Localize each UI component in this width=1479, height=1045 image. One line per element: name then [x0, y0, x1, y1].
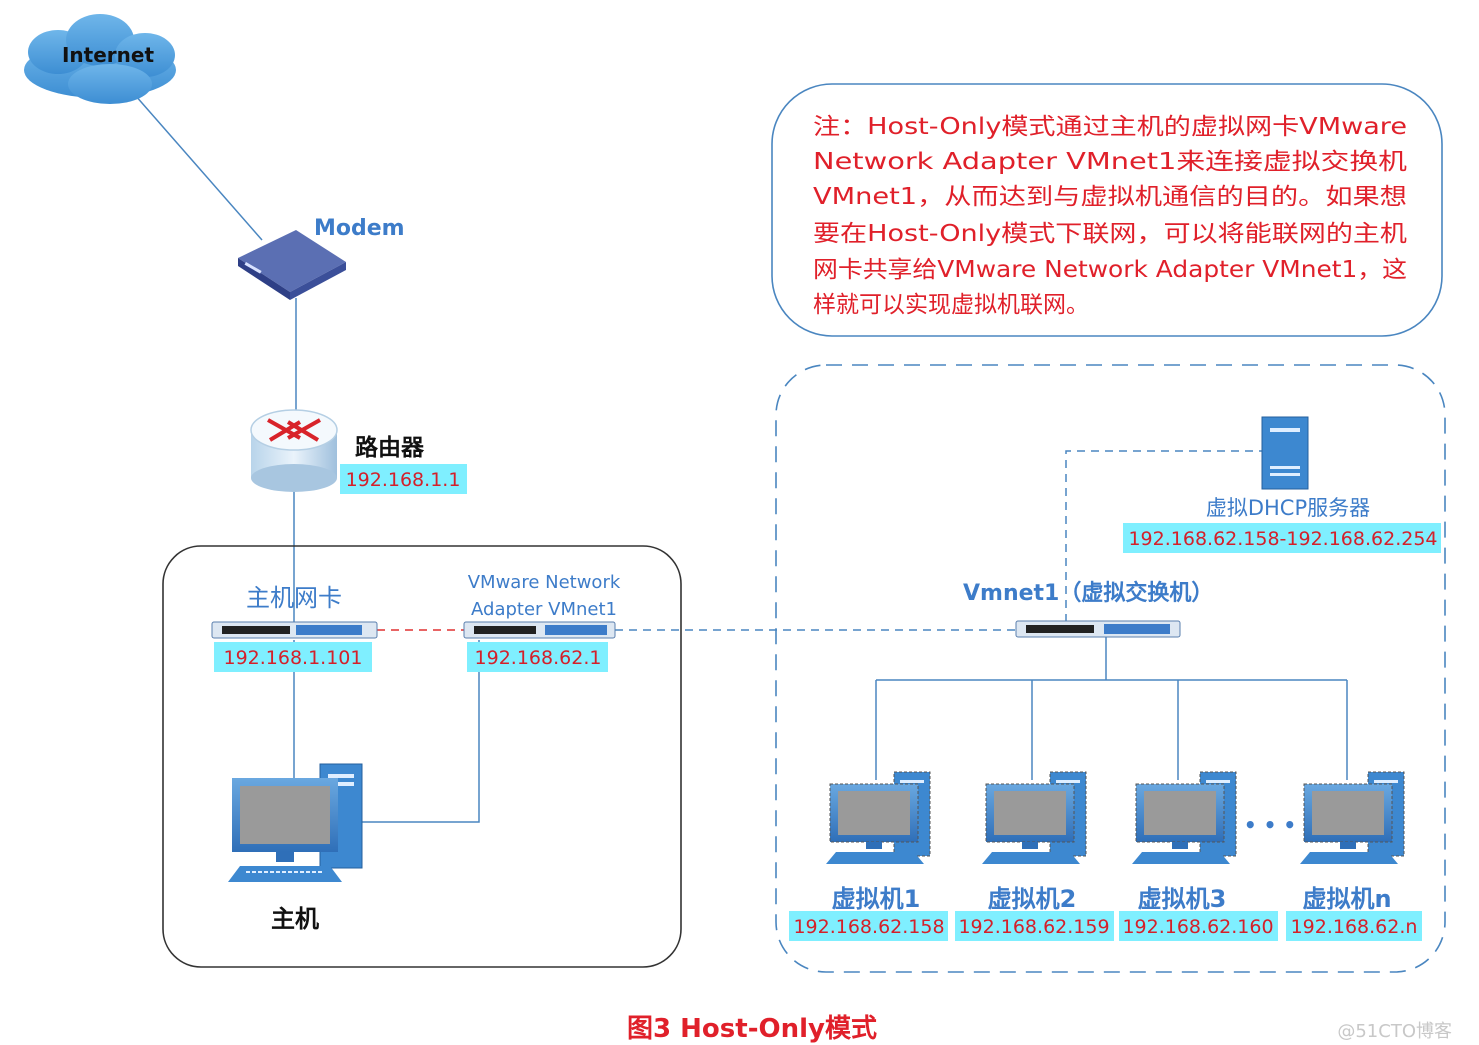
- vm-3-ip-badge: [1119, 911, 1278, 941]
- host-label: 主机: [271, 905, 319, 933]
- note-text: 注：Host-Only模式通过主机的虚拟网卡VMware Network Ada…: [813, 114, 1407, 318]
- host-nic-icon: [211, 621, 378, 639]
- note-line-1: 注：Host-Only模式通过主机的虚拟网卡VMware: [813, 114, 1407, 140]
- host-computer-icon: [228, 763, 363, 882]
- note-box: [771, 83, 1443, 337]
- note-line-2: Network Adapter VMnet1来连接虚拟交换机: [813, 149, 1407, 175]
- vm-1-computer-icon: [826, 771, 931, 864]
- host-nic-ip-badge: [214, 642, 372, 672]
- vmnet-adapter-ip-badge: [467, 642, 608, 672]
- vmnet-adapter-label-1: VMware Network: [468, 572, 621, 593]
- vmnet-adapter-label-2: Adapter VMnet1: [471, 599, 617, 620]
- connection-lines: [134, 94, 1348, 823]
- note-line-4: 要在Host-Only模式下联网，可以将能联网的主机: [813, 221, 1407, 247]
- virtual-network-box: [775, 364, 1446, 973]
- vm-n-computer-icon: [1300, 771, 1405, 864]
- vm-n-ip: 192.168.62.n: [1291, 916, 1418, 938]
- router-ip-badge: [340, 464, 467, 494]
- vm-1-ip: 192.168.62.158: [793, 916, 944, 938]
- figure-caption: 图3 Host-Only模式: [627, 1014, 877, 1044]
- dhcp-range-badge: [1123, 523, 1441, 553]
- note-line-6: 样就可以实现虚拟机联网。: [813, 292, 1089, 318]
- vm-2: 虚拟机2 192.168.62.159: [955, 771, 1114, 941]
- vm-3-computer-icon: [1132, 771, 1237, 864]
- vm-2-label: 虚拟机2: [988, 885, 1077, 913]
- internet-cloud-icon: [24, 14, 176, 104]
- host-nic-ip: 192.168.1.101: [223, 647, 362, 669]
- router-label: 路由器: [355, 434, 425, 461]
- link-adapter-host: [362, 640, 480, 823]
- link-vswitch-dhcp: [1065, 450, 1262, 622]
- note-line-5: 网卡共享给VMware Network Adapter VMnet1，这: [813, 257, 1407, 283]
- vm-2-ip-badge: [955, 911, 1114, 941]
- watermark: @51CTO博客: [1337, 1021, 1452, 1042]
- vm-ellipsis: • • •: [1244, 813, 1296, 837]
- vm-2-computer-icon: [982, 771, 1087, 864]
- modem-icon: [238, 230, 346, 300]
- vmnet-adapter-icon: [463, 621, 616, 639]
- vm-3: 虚拟机3 192.168.62.160: [1119, 771, 1278, 941]
- note-line-3: VMnet1，从而达到与虚拟机通信的目的。如果想: [813, 184, 1407, 210]
- vm-3-ip: 192.168.62.160: [1122, 916, 1273, 938]
- vm-n-label: 虚拟机n: [1302, 885, 1391, 913]
- vm-1-label: 虚拟机1: [832, 885, 921, 913]
- host-nic-label: 主机网卡: [246, 584, 342, 612]
- dhcp-label: 虚拟DHCP服务器: [1206, 496, 1370, 520]
- vm-n-ip-badge: [1286, 911, 1422, 941]
- internet-label: Internet: [62, 43, 154, 67]
- vm-3-label: 虚拟机3: [1138, 885, 1227, 913]
- vswitch-icon: [1015, 620, 1181, 638]
- modem-label: Modem: [314, 216, 405, 241]
- vm-1: 虚拟机1 192.168.62.158: [789, 771, 948, 941]
- link-internet-modem: [134, 94, 263, 241]
- vm-n: 虚拟机n 192.168.62.n: [1286, 771, 1422, 941]
- vswitch-label: Vmnet1（虚拟交换机）: [963, 580, 1213, 606]
- vmnet-adapter-ip: 192.168.62.1: [475, 647, 602, 669]
- vm-1-ip-badge: [789, 911, 948, 941]
- vm-2-ip: 192.168.62.159: [958, 916, 1109, 938]
- dhcp-range: 192.168.62.158-192.168.62.254: [1128, 528, 1437, 550]
- dhcp-server-icon: [1261, 416, 1309, 490]
- router-icon: [250, 409, 338, 492]
- host-machine-box: [162, 545, 682, 968]
- router-ip: 192.168.1.1: [346, 469, 461, 491]
